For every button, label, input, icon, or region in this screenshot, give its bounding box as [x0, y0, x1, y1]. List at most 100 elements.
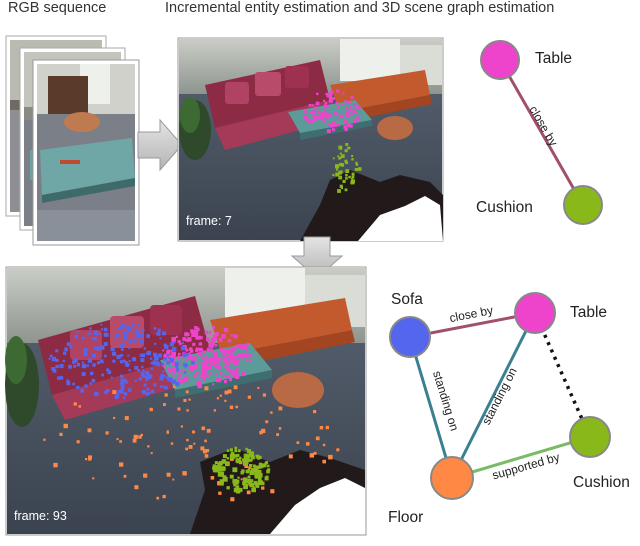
- point: [189, 349, 194, 353]
- point: [139, 333, 145, 338]
- point: [212, 354, 218, 359]
- point: [213, 409, 216, 412]
- point: [153, 352, 157, 357]
- point: [345, 169, 350, 173]
- point: [338, 175, 343, 180]
- point: [43, 438, 46, 441]
- point: [245, 447, 248, 451]
- point: [345, 173, 348, 177]
- point: [230, 497, 235, 502]
- point: [165, 358, 169, 362]
- point: [276, 433, 279, 436]
- point: [357, 167, 362, 171]
- point: [250, 459, 253, 462]
- point: [219, 372, 223, 375]
- point: [168, 356, 171, 359]
- point: [146, 350, 152, 356]
- point: [153, 327, 157, 330]
- point: [163, 403, 166, 406]
- point: [162, 331, 166, 336]
- point: [228, 349, 233, 354]
- point: [250, 483, 254, 487]
- point: [225, 366, 230, 371]
- point: [165, 376, 169, 380]
- point: [341, 115, 344, 118]
- point: [270, 411, 273, 414]
- point: [68, 365, 72, 369]
- point: [348, 175, 351, 179]
- point: [351, 158, 354, 161]
- point: [55, 364, 59, 369]
- point: [355, 163, 359, 166]
- point: [226, 449, 230, 452]
- point: [328, 97, 333, 102]
- point: [66, 381, 71, 386]
- point: [234, 481, 239, 485]
- point: [226, 375, 230, 379]
- point: [223, 380, 227, 384]
- point: [171, 351, 174, 355]
- point: [352, 108, 355, 112]
- point: [202, 350, 206, 354]
- point: [245, 349, 248, 352]
- point: [139, 339, 144, 343]
- point: [333, 111, 337, 115]
- point: [173, 385, 176, 388]
- point: [267, 468, 271, 472]
- point: [247, 475, 251, 479]
- point: [338, 145, 343, 150]
- point: [335, 101, 339, 105]
- point: [123, 392, 128, 396]
- point: [288, 454, 293, 459]
- node-label-cushion: Cushion: [573, 474, 630, 491]
- point: [150, 389, 155, 394]
- point: [150, 357, 153, 360]
- point: [335, 164, 340, 169]
- point: [336, 112, 339, 116]
- point: [311, 110, 316, 115]
- point: [182, 352, 188, 358]
- point: [210, 476, 215, 480]
- point: [221, 334, 226, 339]
- point: [236, 479, 240, 483]
- point: [177, 352, 181, 356]
- point: [64, 347, 68, 352]
- bottom-table-point-cloud: [162, 325, 253, 389]
- point: [117, 389, 120, 393]
- point: [352, 176, 354, 179]
- point: [73, 402, 77, 406]
- point: [203, 364, 207, 368]
- point: [95, 346, 100, 351]
- point: [176, 369, 179, 372]
- point: [234, 454, 238, 458]
- point: [157, 353, 162, 358]
- point: [247, 395, 251, 399]
- point: [324, 101, 328, 105]
- point: [187, 337, 192, 342]
- point: [342, 179, 346, 183]
- point: [93, 337, 97, 341]
- point: [119, 440, 122, 443]
- point: [215, 373, 218, 376]
- point: [163, 374, 167, 378]
- point: [200, 361, 205, 366]
- point: [193, 364, 198, 369]
- point: [237, 449, 241, 453]
- point: [332, 173, 335, 176]
- point: [134, 379, 137, 382]
- point: [162, 349, 165, 352]
- point: [90, 371, 94, 376]
- point: [322, 443, 326, 447]
- point: [236, 458, 241, 464]
- point: [201, 364, 206, 369]
- point: [224, 399, 227, 402]
- cushion: [272, 372, 324, 408]
- point: [227, 368, 230, 371]
- point: [339, 152, 342, 155]
- point: [237, 344, 242, 349]
- point: [344, 188, 348, 192]
- point: [106, 368, 110, 372]
- point: [204, 356, 208, 359]
- point: [345, 143, 349, 146]
- point: [340, 148, 342, 150]
